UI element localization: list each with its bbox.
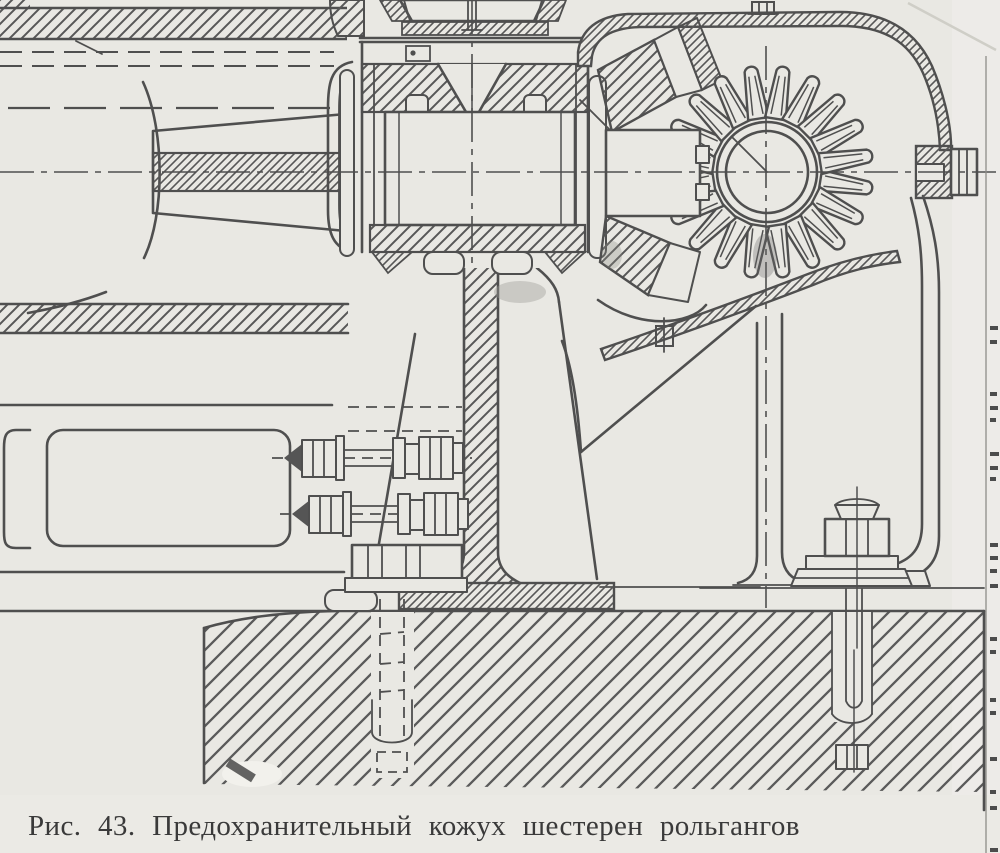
roller-barrel-section: [0, 0, 350, 335]
centerlines: [0, 0, 996, 608]
caption-area-background: [0, 795, 1000, 853]
bolt-upper: [272, 435, 472, 481]
casing-flange-bolt: [655, 317, 674, 353]
casing-brace: [579, 304, 758, 454]
print-artifacts: [222, 234, 777, 787]
pedestal-foot-block: [344, 543, 468, 593]
bearing-housing: [326, 0, 607, 275]
seal-ring-left: [339, 69, 355, 257]
page-crease: [907, 1, 997, 52]
frame-channel: [0, 403, 462, 574]
figure-caption: Рис. 43. Предохранительный кожух шестере…: [28, 810, 800, 842]
mounting-bolts: [272, 435, 478, 593]
casing-right-wall-inner: [862, 196, 924, 573]
casing-top-bolt: [747, 1, 779, 15]
anchor-bolt-left: [371, 545, 414, 778]
anchor-bolt-right: [831, 588, 873, 773]
cropped-margin-text: [985, 56, 999, 853]
pinion-hub: [604, 128, 710, 218]
casing-leg-left-outer: [736, 321, 759, 585]
gear-radius-line: [731, 136, 768, 173]
bolt-lower: [280, 491, 478, 537]
holddown-nut-assembly: [790, 486, 913, 649]
bevel-pinion: [579, 16, 724, 323]
casing-bottom-wall: [599, 249, 902, 362]
